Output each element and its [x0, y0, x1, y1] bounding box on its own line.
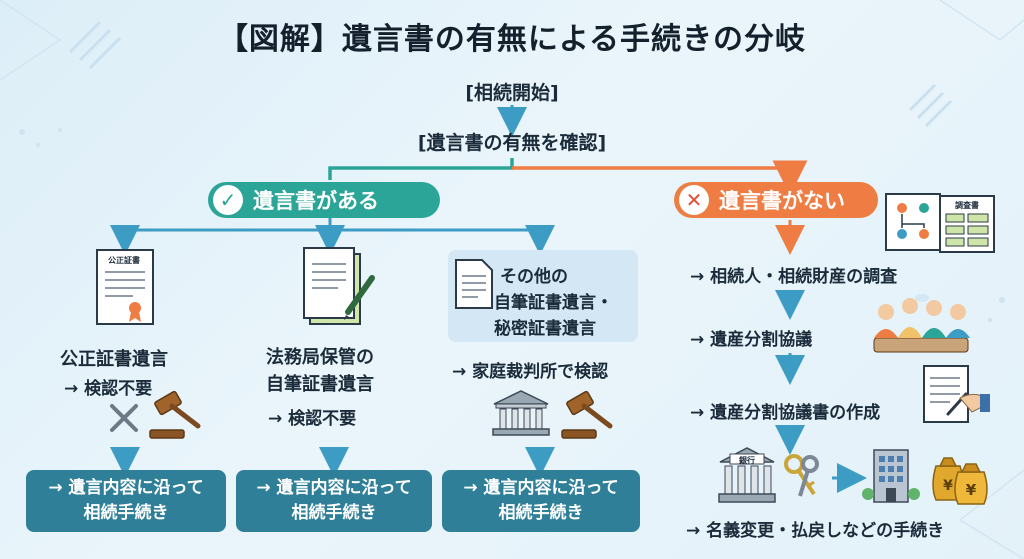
start-node: [相続開始] [465, 82, 559, 104]
branch-no-label: ✕ 遺言書がない [674, 182, 878, 218]
cross-icon: ✕ [679, 185, 709, 215]
building-icon [862, 449, 920, 503]
col3-title-line2: 自筆証書遺言・ [494, 293, 613, 313]
col3-title-line1: その他の [500, 267, 568, 287]
svg-text:¥: ¥ [966, 481, 977, 499]
signing-hand-icon [923, 365, 990, 423]
branch-yes-text: 遺言書がある [253, 189, 379, 213]
courthouse-icon [492, 390, 550, 436]
branch-yes-label: ✓ 遺言書がある [208, 182, 440, 218]
no-step-2: → 遺産分割協議 [690, 330, 813, 350]
col2-result-line1: → 遺言内容に沿って [256, 478, 412, 498]
page-title: 【図解】遺言書の有無による手続きの分岐 [217, 22, 807, 57]
col1-result-line2: 相続手続き [83, 503, 169, 523]
check-icon: ✓ [213, 185, 243, 215]
no-step-3: → 遺産分割協議書の作成 [690, 403, 881, 423]
col3-title-line3: 秘密証書遺言 [494, 319, 596, 339]
col2-title-line1: 法務局保管の [266, 347, 374, 368]
col3-note: → 家庭裁判所で検認 [452, 362, 609, 382]
col2-note: → 検認不要 [268, 409, 357, 429]
investigation-document-icon [939, 195, 995, 253]
gavel-icon [149, 390, 201, 439]
col2-result-line2: 相続手続き [291, 503, 377, 523]
bank-sign: 銀行 [739, 456, 755, 465]
gavel-icon [561, 390, 613, 439]
col1-note: → 検認不要 [64, 379, 153, 399]
no-step-1: → 相続人・相続財産の調査 [690, 267, 898, 287]
document-header: 公正証書 [108, 256, 140, 265]
col3-result-line1: → 遺言内容に沿って [463, 478, 619, 498]
investigation-doc-header: 調査書 [955, 201, 979, 210]
document-icon [455, 259, 493, 309]
money-bag-icon: ¥ ¥ [932, 457, 988, 505]
document-icon [96, 249, 154, 325]
col1-result-line1: → 遺言内容に沿って [48, 478, 204, 498]
branch-no-text: 遺言書がない [719, 189, 845, 213]
svg-text:¥: ¥ [943, 478, 953, 494]
cross-mark-icon [110, 404, 138, 432]
col3-result-line2: 相続手続き [498, 503, 584, 523]
pen-icon [344, 275, 375, 320]
check-node: [遺言書の有無を確認] [417, 132, 607, 154]
bank-icon [718, 447, 776, 503]
col2-result[interactable]: → 遺言内容に沿って 相続手続き [236, 470, 432, 532]
family-tree-icon [885, 193, 941, 251]
col3-result[interactable]: → 遺言内容に沿って 相続手続き [442, 470, 640, 532]
col2-title-line2: 自筆証書遺言 [266, 374, 374, 395]
no-step-4: → 名義変更・払戻しなどの手続き [686, 521, 945, 541]
col1-title: 公正証書遺言 [60, 349, 168, 370]
keys-icon [784, 454, 819, 497]
people-meeting-icon [873, 294, 970, 353]
document-pen-icon [303, 247, 375, 325]
col1-result[interactable]: → 遺言内容に沿って 相続手続き [26, 470, 226, 532]
